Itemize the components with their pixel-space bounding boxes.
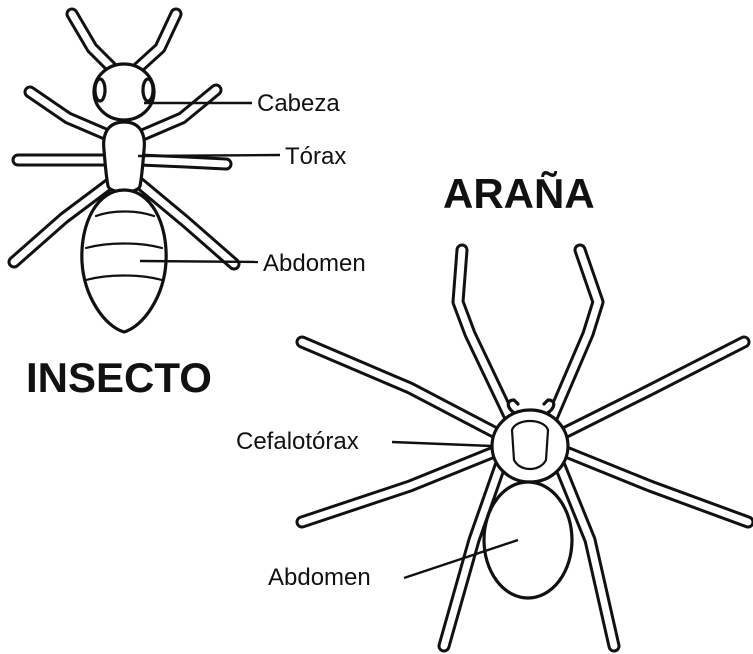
abdomen-leader-line xyxy=(140,261,258,262)
label-cabeza: Cabeza xyxy=(257,90,340,117)
insect-title: INSECTO xyxy=(26,354,212,401)
cephalothorax-leader-line xyxy=(392,442,492,446)
label-spider-abdomen: Abdomen xyxy=(268,564,371,591)
insect-eye xyxy=(95,79,105,101)
label-insect-abdomen: Abdomen xyxy=(263,250,366,277)
label-cefalotorax: Cefalotórax xyxy=(236,428,359,455)
thorax-leader-line xyxy=(138,155,280,156)
label-torax: Tórax xyxy=(285,143,346,170)
insect-antennae xyxy=(72,14,176,68)
spider-abdomen xyxy=(484,482,572,598)
insect-figure xyxy=(14,14,234,332)
spider-title: ARAÑA xyxy=(443,170,595,217)
insect-eye xyxy=(143,79,153,101)
